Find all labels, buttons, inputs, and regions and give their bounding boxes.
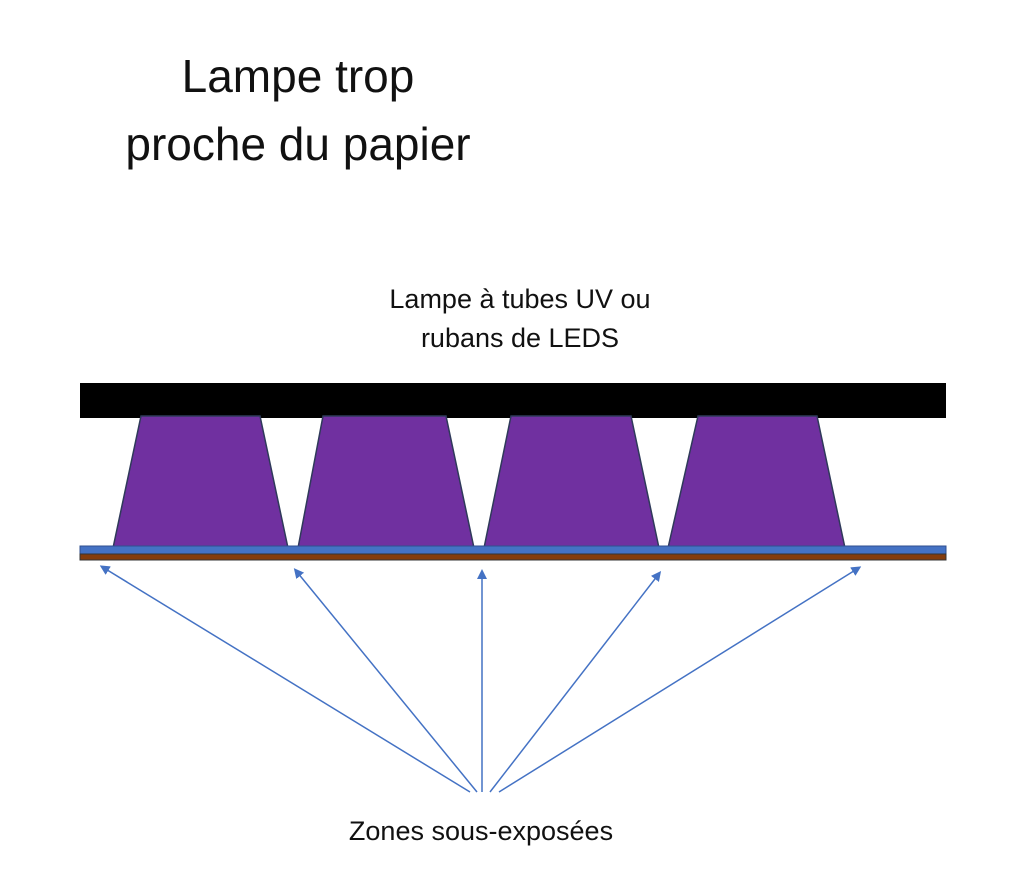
lamp-bar <box>80 383 946 418</box>
title-line-2: proche du papier <box>125 118 470 170</box>
light-cone-3 <box>483 415 660 549</box>
lamp-label-line-2: rubans de LEDS <box>421 323 619 353</box>
arrow-zone-5 <box>498 566 862 793</box>
zones-label: Zones sous-exposées <box>349 816 613 846</box>
light-cone-2 <box>297 415 475 549</box>
paper-top-layer <box>79 545 947 555</box>
arrow-zone-2 <box>293 568 478 793</box>
arrow-zone-1 <box>99 565 471 793</box>
title-line-1: Lampe trop <box>182 50 415 102</box>
light-cone-4 <box>667 415 846 549</box>
light-cone-1 <box>112 415 289 549</box>
lamp-label-line-1: Lampe à tubes UV ou <box>389 284 650 314</box>
arrow-zone-4 <box>489 571 662 793</box>
paper-bottom-layer <box>79 553 947 561</box>
